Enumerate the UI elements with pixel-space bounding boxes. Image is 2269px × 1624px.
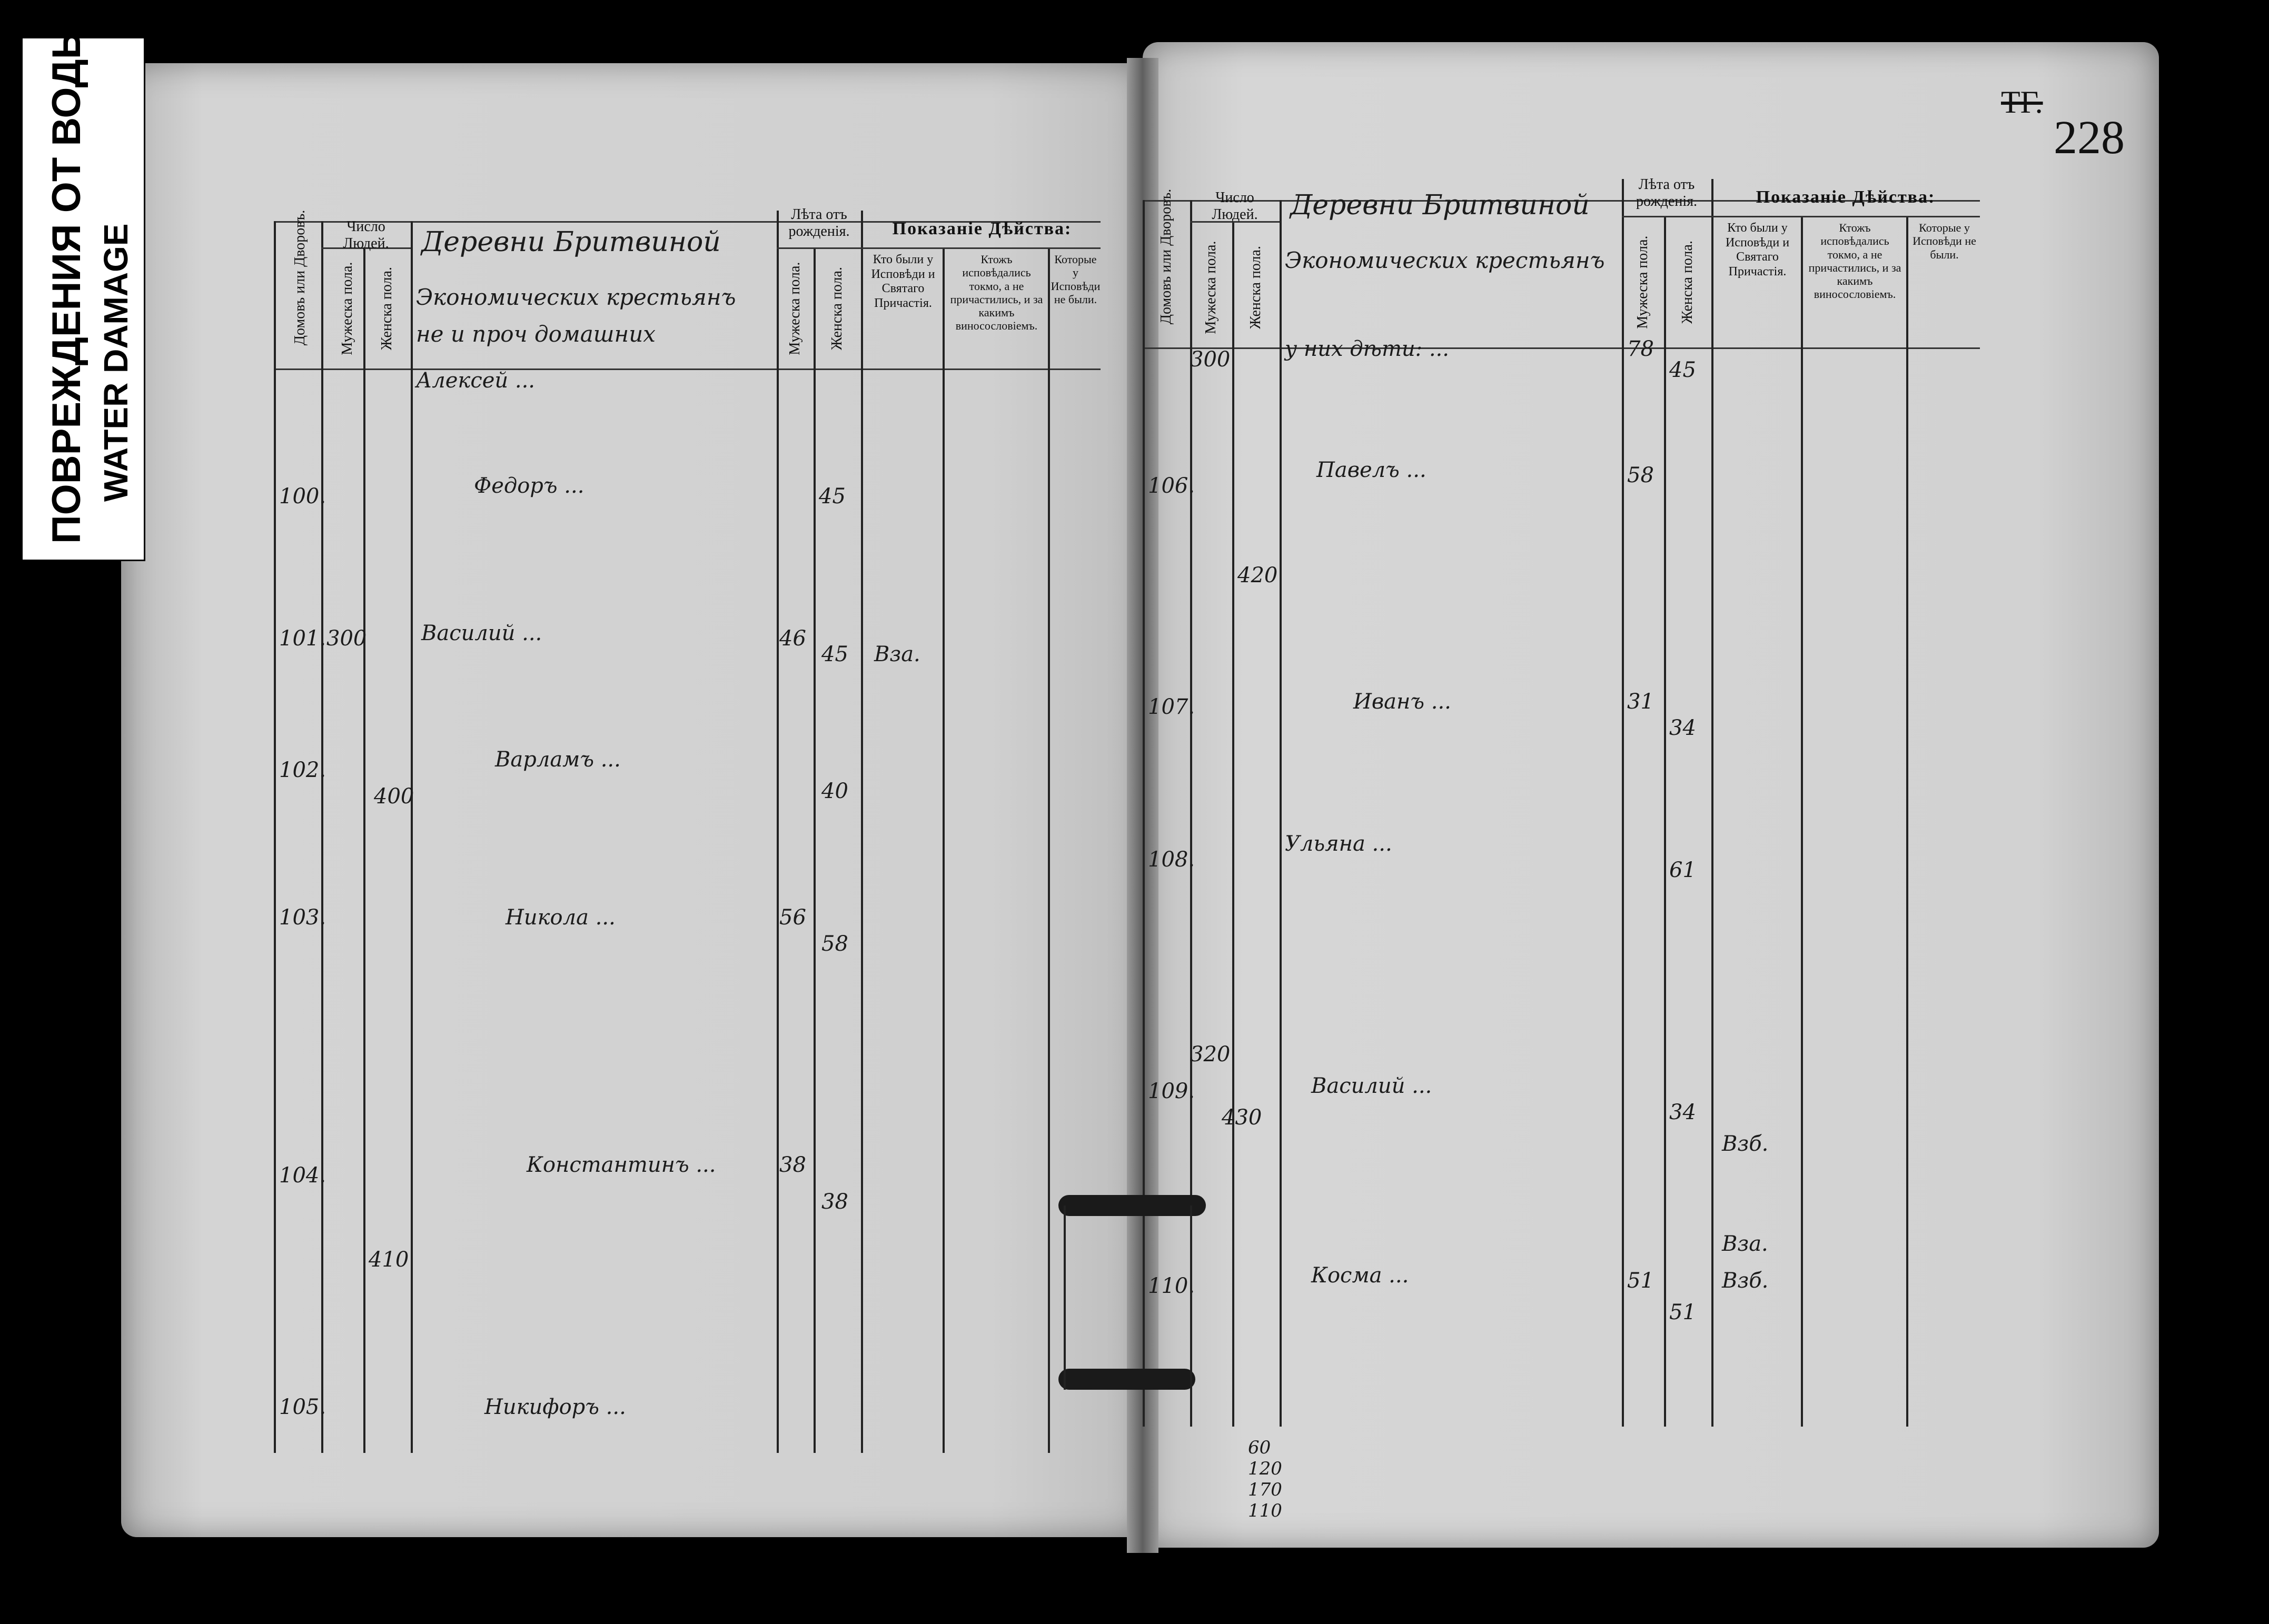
right-mark: Взб. <box>1722 1269 1769 1293</box>
left-row-text: Варламъ ... <box>495 748 621 772</box>
left-line-3: Алексей ... <box>416 368 536 393</box>
right-row-m: 51 <box>1627 1269 1654 1293</box>
right-row-f: 34 <box>1669 1100 1696 1124</box>
right-row-text: у них дѣти: ... <box>1285 337 1449 361</box>
right-row-no: 109. <box>1148 1079 1195 1103</box>
right-row-m: 78 <box>1627 337 1654 361</box>
right-soul-count: 420 <box>1237 563 1278 587</box>
right-mark: Взб. <box>1722 1132 1769 1156</box>
left-soul-count: 400 <box>374 784 414 809</box>
left-hdr-muzh-age: Мужеска пола. <box>786 262 803 355</box>
right-row-f: 51 <box>1669 1300 1696 1324</box>
right-row-text: Василий ... <box>1311 1074 1432 1098</box>
right-hdr-kotorye: Которые у Исповѣди не были. <box>1913 221 1976 261</box>
right-row-f: 61 <box>1669 858 1696 882</box>
right-row-no: 107. <box>1148 695 1195 719</box>
right-hdr-leta: Лѣта отъ рожденія. <box>1636 176 1697 210</box>
left-line-2: не и проч домашних <box>416 321 656 347</box>
right-page <box>1143 42 2159 1548</box>
right-hdr-kto: Кто были у Исповѣди и Святаго Причастія. <box>1725 221 1790 278</box>
left-row-no: 104. <box>279 1163 326 1188</box>
left-row-no: 101. <box>279 626 326 651</box>
left-row-m: 46 <box>779 626 806 651</box>
left-row-text: Федоръ ... <box>474 474 584 498</box>
left-hdr-kotorye: Которые у Исповѣди не были. <box>1051 253 1101 306</box>
left-hdr-doma: Домовъ или Дворовъ. <box>291 210 308 346</box>
right-total: 120 <box>1248 1458 1282 1479</box>
folio-number: 228 <box>2054 112 2125 164</box>
left-hdr-leta: Лѣта отъ рожденія. <box>788 206 850 240</box>
right-subtitle: Экономических крестьянъ <box>1285 247 1605 273</box>
right-hdr-muzh: Мужеска пола. <box>1202 241 1219 334</box>
left-row-f: 38 <box>821 1190 848 1214</box>
right-hdr-doma: Домовъ или Дворовъ. <box>1157 188 1174 325</box>
right-row-m: 31 <box>1627 690 1654 714</box>
left-title: Деревни Бритвиной <box>421 226 721 258</box>
binding-clip-bottom <box>1058 1369 1195 1390</box>
left-row-text: Василий ... <box>421 621 542 645</box>
left-row-no: 102. <box>279 758 326 782</box>
right-row-text: Иванъ ... <box>1353 690 1451 714</box>
left-hdr-muzh: Мужеска пола. <box>339 262 355 355</box>
right-row-text: Ульяна ... <box>1285 832 1392 856</box>
right-row-text: Павелъ ... <box>1316 458 1426 482</box>
right-hdr-pokazanie: Показаніе Дѣйства: <box>1756 187 1936 207</box>
right-row-m: 58 <box>1627 463 1654 487</box>
left-line-1: Экономических крестьянъ <box>416 284 736 310</box>
left-hdr-zhen: Женска пола. <box>378 267 395 351</box>
left-row-f: 58 <box>821 932 848 956</box>
left-hdr-pokazanie: Показаніе Дѣйства: <box>892 219 1072 238</box>
left-row-f: 40 <box>821 779 848 803</box>
stamp-line-2: WATER DAMAGE <box>97 223 135 502</box>
right-mark: Вза. <box>1722 1232 1768 1256</box>
left-row-text: Никифоръ ... <box>484 1395 626 1419</box>
right-hdr-zhen-age: Женска пола. <box>1679 241 1696 324</box>
left-row-no: 103. <box>279 905 326 930</box>
binding-thread <box>1190 1205 1192 1390</box>
left-row-no: 100. <box>279 484 326 509</box>
right-total: 170 <box>1248 1479 1282 1500</box>
left-row-f: 45 <box>819 484 846 509</box>
right-hdr-zhen: Женска пола. <box>1247 246 1264 330</box>
left-row-m: 56 <box>779 905 806 930</box>
right-title: Деревни Бритвиной <box>1290 190 1590 221</box>
right-soul-count: 430 <box>1222 1105 1262 1130</box>
right-row-f: 34 <box>1669 716 1696 740</box>
left-row-m: 38 <box>779 1153 806 1177</box>
binding-clip-top <box>1058 1195 1206 1216</box>
right-row-no: 108. <box>1148 848 1195 872</box>
right-hdr-ktozh: Ктожъ исповѣдались токмо, а не причастил… <box>1808 221 1901 301</box>
left-soul-count: 300 <box>326 626 367 651</box>
right-row-f: 45 <box>1669 358 1696 382</box>
right-hdr-muzh-age: Мужеска пола. <box>1634 235 1651 329</box>
folio-struck: ТГ. <box>2001 85 2043 119</box>
left-hdr-kto: Кто были у Исповѣди и Святаго Причастія. <box>871 253 935 310</box>
left-hdr-chislo: Число Людей. <box>343 218 389 252</box>
water-damage-stamp: ПОВРЕЖДЕНИЯ ОТ ВОДЫ WATER DAMAGE <box>21 20 145 561</box>
left-soul-count: 410 <box>369 1248 409 1272</box>
left-hdr-zhen-age: Женска пола. <box>828 267 845 351</box>
left-row-f: 45 <box>821 642 848 666</box>
left-row-text: Никола ... <box>506 905 616 930</box>
right-total: 60 <box>1248 1437 1271 1458</box>
right-soul-count: 300 <box>1190 347 1231 372</box>
right-row-text: Косма ... <box>1311 1263 1409 1288</box>
right-soul-count: 320 <box>1190 1042 1231 1067</box>
left-page <box>121 63 1143 1537</box>
stamp-line-1: ПОВРЕЖДЕНИЯ ОТ ВОДЫ <box>44 19 89 544</box>
right-row-no: 110. <box>1148 1274 1195 1298</box>
right-hdr-chislo: Число Людей. <box>1212 190 1258 223</box>
right-total: 110 <box>1248 1500 1282 1521</box>
left-mark: Вза. <box>874 642 920 666</box>
left-row-text: Константинъ ... <box>527 1153 716 1177</box>
binding-thread <box>1064 1205 1066 1390</box>
right-row-no: 106. <box>1148 474 1195 498</box>
left-row-no: 105. <box>279 1395 326 1419</box>
left-hdr-ktozh: Ктожъ исповѣдались токмо, а не причастил… <box>950 253 1043 333</box>
